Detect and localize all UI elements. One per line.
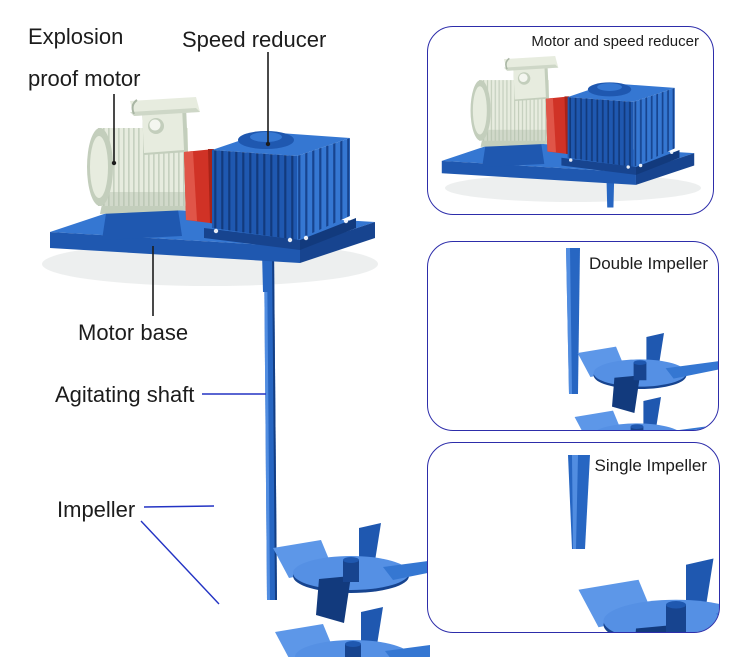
panel-double-impeller-art — [566, 248, 718, 430]
panel-title-double-impeller: Double Impeller — [588, 254, 708, 273]
label-agitating-shaft: Agitating shaft — [55, 382, 195, 407]
label-impeller: Impeller — [57, 497, 136, 522]
upper-impeller-3d — [273, 523, 430, 623]
label-explosion-proof-motor: Explosion proof motor — [28, 16, 141, 100]
panel-single-impeller-art — [568, 455, 719, 632]
leader-lines — [111, 52, 271, 605]
panel-single-impeller: Single Impeller — [427, 442, 720, 633]
panel-double-impeller: Double Impeller — [427, 241, 719, 431]
panel-motor-reducer-art — [441, 55, 701, 209]
label-speed-reducer: Speed reducer — [182, 27, 327, 52]
main-diagram-art — [42, 52, 430, 657]
panel-title-single-impeller: Single Impeller — [594, 456, 707, 475]
label-explosion-proof-motor-line1: Explosion — [28, 24, 124, 49]
agitating-shaft-3d — [264, 250, 277, 600]
label-motor-base: Motor base — [78, 320, 189, 345]
panel-motor-reducer: Motor and speed reducer — [427, 26, 714, 215]
lower-impeller-3d — [275, 607, 430, 657]
label-explosion-proof-motor-line2: proof motor — [28, 66, 141, 91]
panel-title-motor-reducer: Motor and speed reducer — [531, 33, 699, 50]
